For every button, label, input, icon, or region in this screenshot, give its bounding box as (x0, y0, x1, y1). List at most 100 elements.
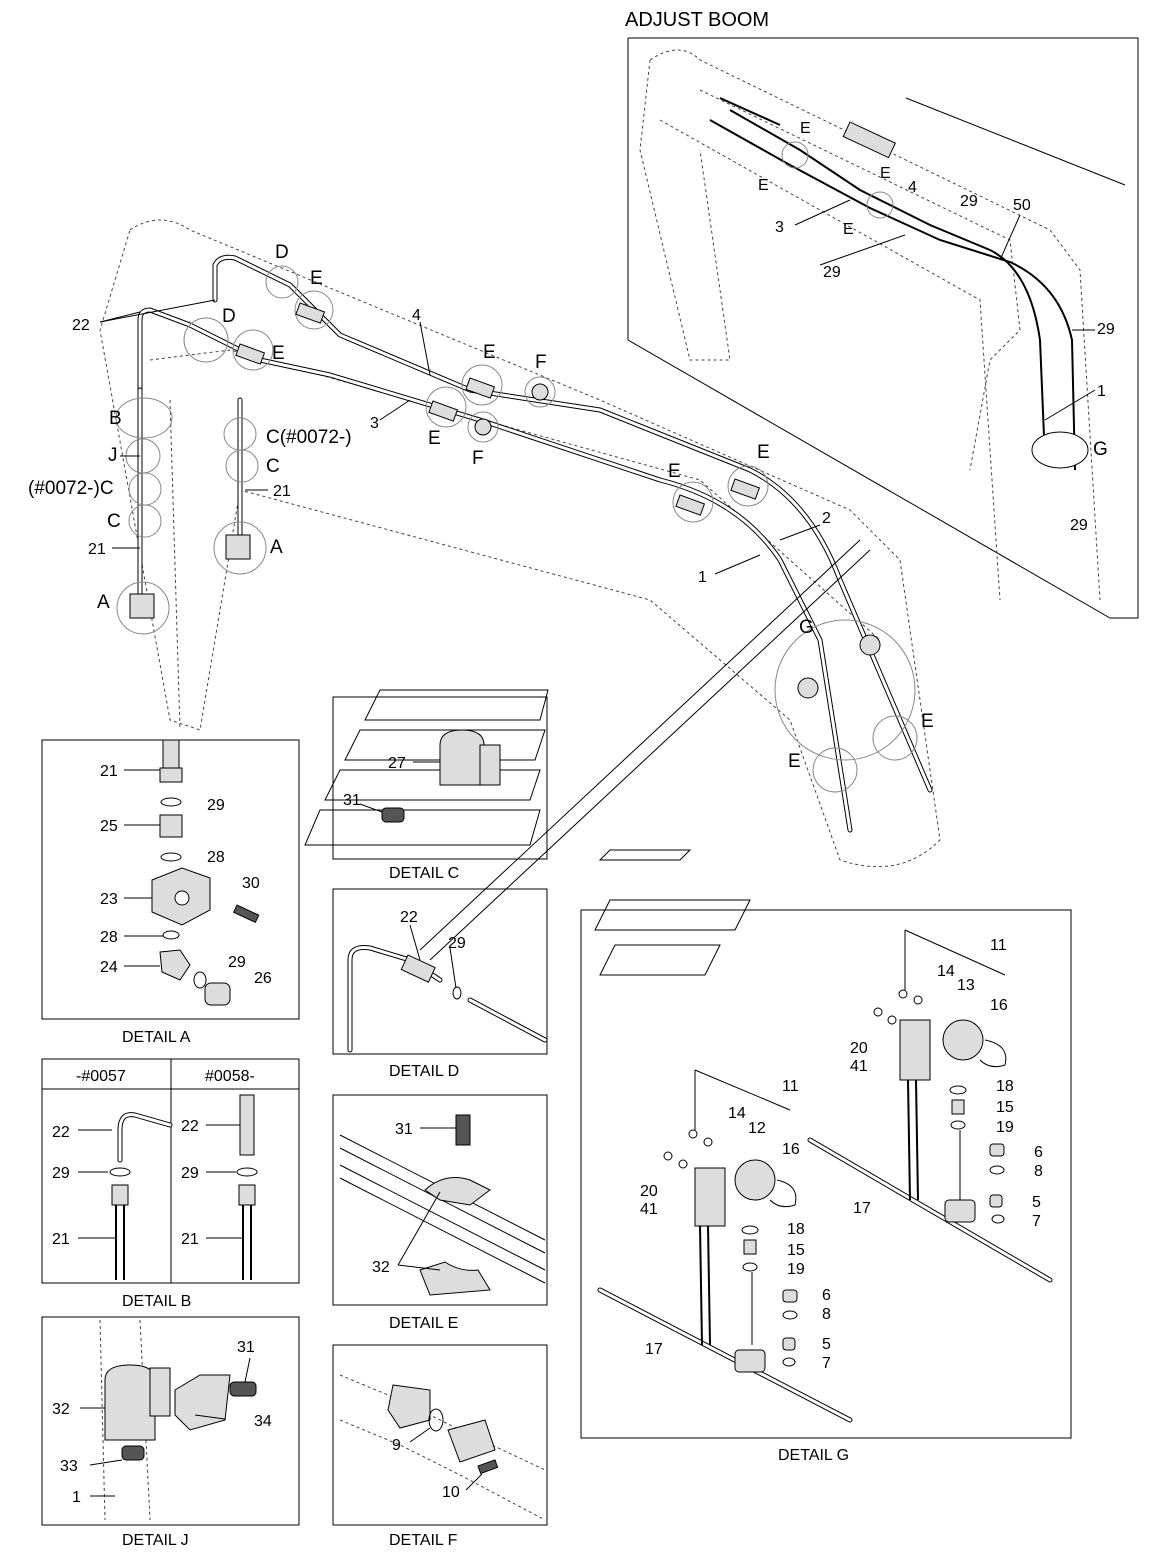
detail-a-num-24: 24 (100, 959, 118, 976)
detail-a-num-28b: 28 (100, 929, 118, 946)
detail-e-num-32: 32 (372, 1259, 390, 1276)
main-label-g: G (799, 617, 814, 638)
detail-b-num-29a: 29 (52, 1165, 70, 1182)
detail-g-num-b17: 17 (645, 1341, 663, 1358)
inset-label-e1: E (800, 120, 811, 137)
detail-f: 9 10 DETAIL F (332, 1344, 548, 1549)
main-num-3: 3 (370, 415, 379, 432)
main-label-j: J (108, 445, 118, 466)
detail-g-caption: DETAIL G (778, 1447, 849, 1464)
detail-g-num-b8: 8 (822, 1306, 831, 1323)
detail-g-num-a11: 11 (990, 937, 1007, 954)
main-label-d2: D (222, 306, 236, 327)
detail-c-num-31: 31 (343, 792, 361, 809)
inset-num-1: 1 (1097, 383, 1106, 400)
detail-a-num-23: 23 (100, 891, 118, 908)
detail-b-num-29b: 29 (181, 1165, 199, 1182)
inset-label-e2: E (758, 177, 769, 194)
inset-num-50: 50 (1013, 197, 1031, 214)
detail-g-num-b16: 16 (782, 1141, 800, 1158)
detail-g-num-b12: 12 (748, 1120, 766, 1137)
detail-b-caption: DETAIL B (122, 1293, 191, 1310)
inset-num-29a: 29 (960, 193, 978, 210)
detail-g-num-a41: 41 (850, 1058, 868, 1075)
detail-f-num-9: 9 (392, 1437, 401, 1454)
main-label-e6: E (668, 461, 681, 482)
detail-c-caption: DETAIL C (389, 865, 459, 882)
detail-g-num-a20: 20 (850, 1040, 868, 1057)
main-label-a2: A (270, 537, 283, 558)
main-label-e7: E (921, 711, 934, 732)
detail-a-num-30: 30 (242, 875, 260, 892)
main-label-e5: E (757, 442, 770, 463)
main-label-e2: E (272, 343, 285, 364)
detail-b-num-22b: 22 (181, 1118, 199, 1135)
detail-a-num-25: 25 (100, 818, 118, 835)
detail-b-num-22a: 22 (52, 1124, 70, 1141)
detail-f-num-10: 10 (442, 1484, 460, 1501)
main-label-f1: F (535, 352, 547, 373)
detail-d-num-22: 22 (400, 909, 418, 926)
detail-g-num-b5: 5 (822, 1336, 831, 1353)
diagram-title: ADJUST BOOM (625, 9, 769, 31)
main-num-1: 1 (698, 569, 707, 586)
detail-f-caption: DETAIL F (389, 1532, 458, 1549)
detail-g-num-a15: 15 (996, 1099, 1014, 1116)
detail-g-num-b18: 18 (787, 1221, 805, 1238)
detail-a-num-21: 21 (100, 763, 118, 780)
main-label-e8: E (788, 751, 801, 772)
main-label-d1: D (275, 242, 289, 263)
detail-d-caption: DETAIL D (389, 1063, 459, 1080)
detail-g-num-a14: 14 (937, 963, 955, 980)
detail-g-num-a16: 16 (990, 997, 1008, 1014)
main-label-c1: C(#0072-) (266, 427, 352, 448)
main-label-c3: (#0072-)C (28, 478, 114, 499)
detail-a: 21 29 25 28 23 30 28 24 29 26 DETAIL A (41, 739, 300, 1046)
detail-c-num-27: 27 (388, 755, 406, 772)
main-label-c2: C (266, 456, 280, 477)
main-label-e3: E (483, 342, 496, 363)
inset-label-e4: E (843, 221, 854, 238)
detail-c: 27 31 DETAIL C (304, 689, 549, 882)
detail-j-num-31: 31 (237, 1339, 255, 1356)
main-label-e1: E (310, 268, 323, 289)
main-num-2: 2 (822, 510, 831, 527)
detail-g-num-a19: 19 (996, 1119, 1014, 1136)
main-num-4: 4 (412, 307, 421, 324)
detail-g-num-b20: 20 (640, 1183, 658, 1200)
main-num-22: 22 (72, 317, 90, 334)
detail-b-num-21b: 21 (181, 1231, 199, 1248)
detail-g-num-b14: 14 (728, 1105, 746, 1122)
inset-label-g: G (1093, 439, 1108, 460)
detail-g: 11 14 13 16 20 41 18 15 19 6 8 17 5 7 11… (580, 909, 1072, 1464)
main-label-f2: F (472, 448, 484, 469)
detail-a-num-26: 26 (254, 970, 272, 987)
detail-e: 31 32 DETAIL E (332, 1094, 548, 1332)
detail-j-caption: DETAIL J (122, 1532, 189, 1549)
main-label-e4: E (428, 428, 441, 449)
detail-g-num-b7: 7 (822, 1355, 831, 1372)
detail-b: -#0057 #0058- 22 29 21 22 29 21 DETAIL B (41, 1058, 300, 1310)
detail-j-num-34: 34 (254, 1413, 272, 1430)
inset-num-29c: 29 (1097, 321, 1115, 338)
detail-a-num-29b: 29 (228, 954, 246, 971)
inset-num-3: 3 (775, 219, 784, 236)
detail-j-num-1: 1 (72, 1489, 81, 1506)
detail-g-num-b15: 15 (787, 1242, 805, 1259)
inset-label-e3: E (880, 165, 891, 182)
detail-a-num-29a: 29 (207, 797, 225, 814)
detail-g-num-b41: 41 (640, 1201, 658, 1218)
detail-g-num-a6: 6 (1034, 1144, 1043, 1161)
detail-g-num-b19: 19 (787, 1261, 805, 1278)
detail-e-num-31: 31 (395, 1121, 413, 1138)
detail-g-num-a5: 5 (1032, 1194, 1041, 1211)
detail-b-header-left: -#0057 (76, 1068, 126, 1085)
main-label-c4: C (107, 511, 121, 532)
detail-g-num-b6: 6 (822, 1287, 831, 1304)
detail-g-num-b11: 11 (782, 1078, 799, 1095)
detail-j: 32 31 34 33 1 DETAIL J (41, 1316, 300, 1549)
detail-a-num-28a: 28 (207, 849, 225, 866)
detail-e-caption: DETAIL E (389, 1315, 458, 1332)
detail-a-caption: DETAIL A (122, 1029, 191, 1046)
